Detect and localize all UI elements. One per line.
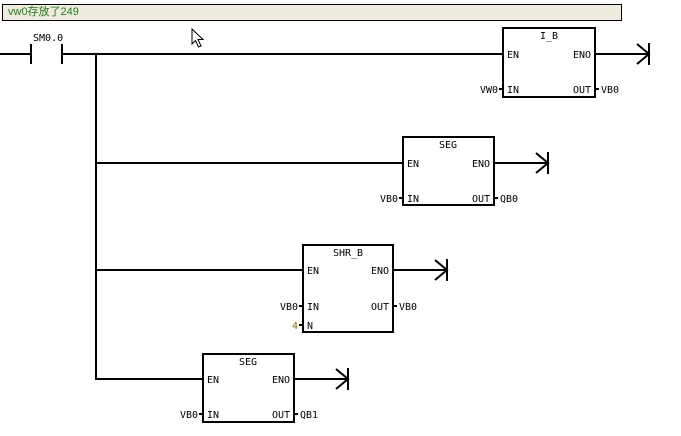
operand-out[interactable]: QB0 [500, 194, 518, 205]
pin-n: N [307, 321, 313, 332]
contact-label: SM0.0 [33, 33, 63, 44]
pin-out: OUT [371, 302, 389, 313]
block-title: SEG [239, 357, 257, 368]
pin-eno: ENO [371, 266, 389, 277]
block-seg-2[interactable]: SEG EN ENO IN OUT VB0 QB1 [180, 353, 318, 423]
pin-in: IN [407, 194, 419, 205]
block-title: SEG [439, 140, 457, 151]
pin-out: OUT [472, 194, 490, 205]
network-comment[interactable]: vw0存放了249 [2, 4, 622, 21]
block-title: I_B [540, 31, 558, 42]
pin-eno: ENO [573, 50, 591, 61]
pin-out: OUT [573, 85, 591, 96]
pin-en: EN [407, 159, 419, 170]
pin-in: IN [207, 410, 219, 421]
block-seg-1[interactable]: SEG EN ENO IN OUT VB0 QB0 [380, 136, 518, 206]
eno-arrow-icon [494, 152, 550, 174]
mouse-cursor-icon [191, 28, 205, 48]
operand-out[interactable]: VB0 [601, 85, 619, 96]
eno-arrow-icon [393, 259, 449, 281]
operand-in[interactable]: VW0 [480, 85, 498, 96]
operand-in[interactable]: VB0 [380, 194, 398, 205]
pin-in: IN [507, 85, 519, 96]
contact-sm0-0[interactable]: SM0.0 [30, 33, 63, 64]
eno-arrow-icon [595, 43, 651, 65]
operand-out[interactable]: QB1 [300, 410, 318, 421]
block-i-b[interactable]: I_B EN ENO IN OUT VW0 VB0 [480, 27, 619, 98]
pin-out: OUT [272, 410, 290, 421]
block-shr-b[interactable]: SHR_B EN ENO IN OUT N VB0 4 VB0 [280, 244, 417, 333]
operand-in[interactable]: VB0 [180, 410, 198, 421]
pin-en: EN [507, 50, 519, 61]
operand-out[interactable]: VB0 [399, 302, 417, 313]
block-title: SHR_B [333, 248, 363, 259]
pin-in: IN [307, 302, 319, 313]
pin-en: EN [307, 266, 319, 277]
pin-en: EN [207, 375, 219, 386]
pin-eno: ENO [472, 159, 490, 170]
network-comment-text: vw0存放了249 [8, 6, 79, 18]
operand-in[interactable]: VB0 [280, 302, 298, 313]
pin-eno: ENO [272, 375, 290, 386]
operand-n[interactable]: 4 [292, 321, 298, 332]
eno-arrow-icon [294, 368, 350, 390]
